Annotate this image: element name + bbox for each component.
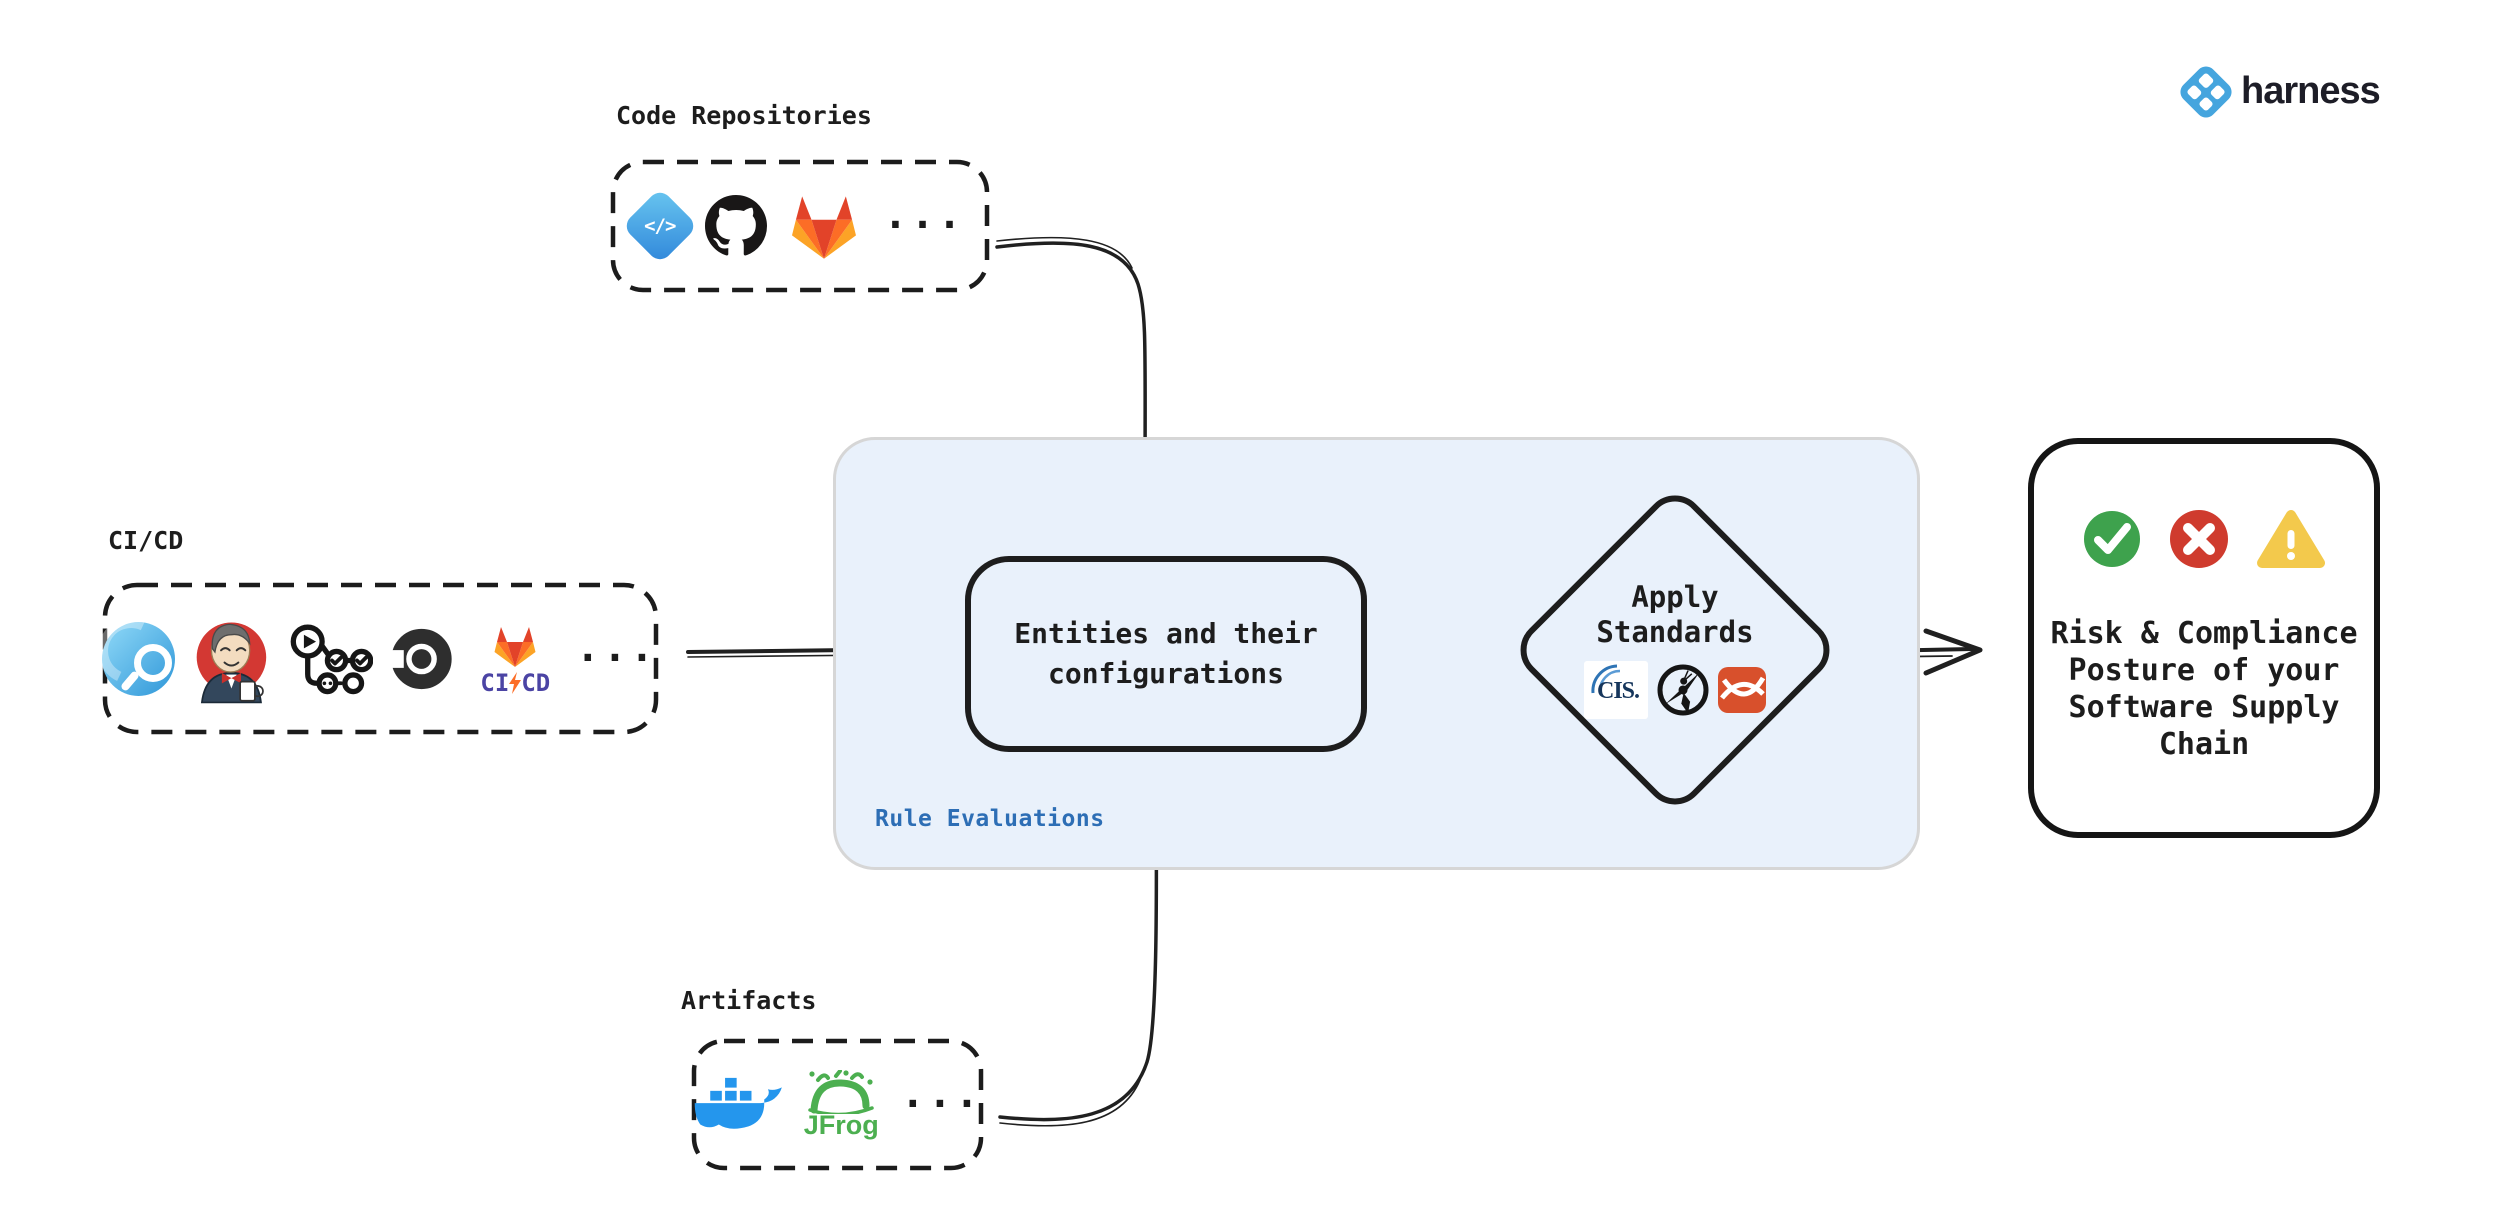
- status-icon-row: [2083, 508, 2325, 570]
- code-repositories-label: Code Repositories: [616, 101, 872, 130]
- jfrog-icon: JFrog: [800, 1070, 883, 1139]
- more-repos-dots: ...: [883, 192, 965, 238]
- outcome-line-2: Posture of your: [2068, 652, 2340, 688]
- dashed-border: [610, 159, 990, 293]
- github-actions-icon: [290, 624, 373, 694]
- rule-evaluations-label: Rule Evaluations: [875, 806, 1105, 832]
- more-artifacts-dots: ...: [900, 1070, 982, 1117]
- cis-arc: [1591, 664, 1621, 693]
- dashed-border: [102, 582, 659, 735]
- rule-evaluations-panel: [833, 437, 1920, 870]
- standards-badge-icon: [1718, 666, 1766, 713]
- harness-logo: harness: [2176, 61, 2381, 122]
- jfrog-splash: [808, 1070, 874, 1114]
- github-icon: [705, 195, 768, 256]
- code-repositories-icons: </> ...: [610, 159, 990, 293]
- cis-logo-icon: CIS.: [1584, 660, 1648, 719]
- owasp-logo-icon: [1657, 664, 1709, 716]
- gitlab-cicd-icon: CI CD: [470, 623, 561, 695]
- warning-icon: [2257, 510, 2325, 568]
- jfrog-word: JFrog: [803, 1110, 879, 1140]
- harness-logo-icon: [2176, 61, 2236, 122]
- lightning-icon: [509, 671, 522, 694]
- artifacts-icons: JFrog ...: [691, 1038, 984, 1171]
- apply-standards-line-1: Apply: [1631, 580, 1719, 614]
- harness-wordmark: harness: [2241, 70, 2381, 112]
- code-repositories-box: </> ...: [610, 159, 990, 293]
- harness-code-icon: </>: [622, 187, 699, 265]
- dashed-border: [691, 1038, 984, 1171]
- more-cicd-dots: ...: [575, 624, 657, 671]
- artifacts-box: JFrog ...: [691, 1038, 984, 1171]
- outcome-text: Risk & Compliance Posture of your Softwa…: [2050, 616, 2357, 764]
- gitlab-cicd-text: CI CD: [480, 671, 550, 695]
- gitlab-fox: [494, 626, 536, 667]
- cis-word: CIS.: [1597, 677, 1640, 704]
- gitlab-cd-text: CD: [521, 668, 551, 697]
- entities-line-1: Entities and their: [1014, 617, 1318, 651]
- artifacts-label: Artifacts: [681, 986, 817, 1015]
- jenkins-icon: [196, 622, 267, 703]
- gitlab-ci-text: CI: [480, 668, 510, 697]
- gitlab-icon: [792, 196, 857, 259]
- fail-x-icon: [2170, 510, 2228, 568]
- cicd-icons: CI CD ...: [88, 582, 659, 735]
- standards-logo-row: CIS.: [1584, 660, 1766, 719]
- docker-icon: [694, 1075, 782, 1129]
- outcome-line-4: Chain: [2158, 726, 2250, 762]
- outcome-line-3: Software Supply: [2068, 689, 2340, 725]
- apply-standards-content: Apply Standards CIS.: [1545, 580, 1805, 719]
- cicd-box: CI CD ...: [88, 582, 659, 735]
- outcome-node: Risk & Compliance Posture of your Softwa…: [2028, 438, 2380, 838]
- circleci-icon: [385, 628, 452, 689]
- pass-check-icon: [2084, 511, 2140, 567]
- cicd-label: CI/CD: [108, 526, 184, 555]
- apply-standards-line-2: Standards: [1596, 615, 1754, 650]
- entities-line-2: configurations: [1047, 657, 1284, 690]
- outcome-line-1: Risk & Compliance: [2050, 616, 2358, 651]
- entities-node: Entities and their configurations: [965, 556, 1367, 752]
- harness-ci-icon: [88, 608, 176, 696]
